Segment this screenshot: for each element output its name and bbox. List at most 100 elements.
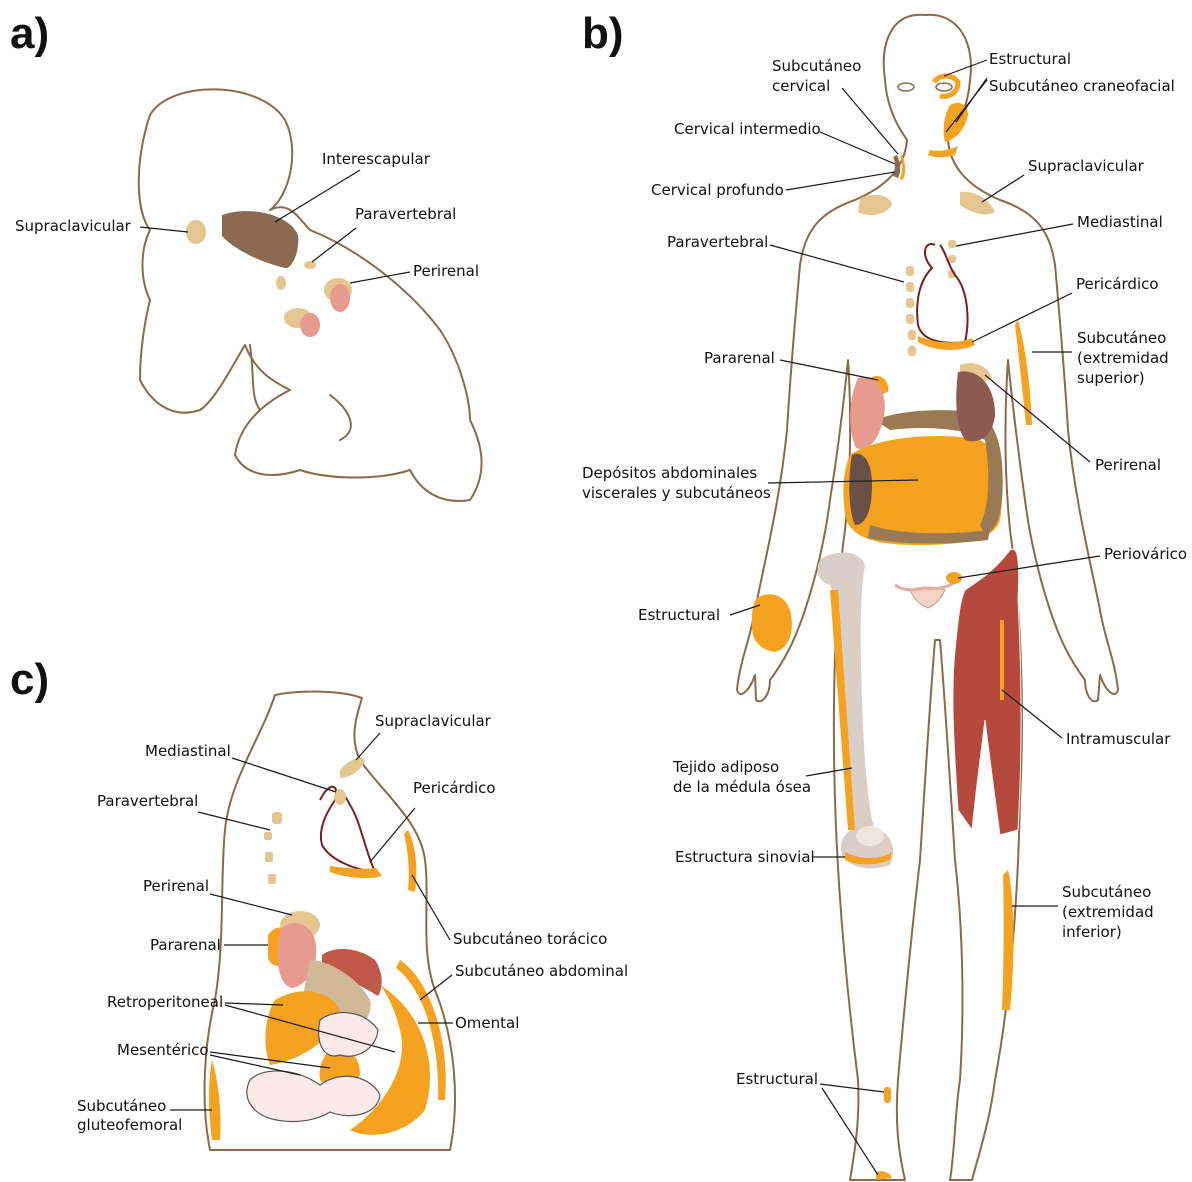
- leader-b-pararenal: [780, 360, 878, 380]
- panel-b-letter: b): [582, 9, 624, 58]
- label-b-subcut-craneofacial: Subcutáneo craneofacial: [989, 77, 1175, 95]
- label-b-subcut-inf-1: Subcutáneo: [1062, 883, 1151, 901]
- label-a-interescapular: Interescapular: [322, 150, 431, 168]
- intestines-upper-c: [319, 1013, 378, 1057]
- panel-a: a) Interescapular Supraclavicular Parave…: [10, 9, 482, 501]
- paravertebral-fat-c1: [272, 812, 282, 824]
- cervical-fat: [893, 155, 900, 178]
- label-c-omental: Omental: [455, 1014, 519, 1032]
- paravertebral-fat-a1: [304, 261, 316, 269]
- label-b-perirenal: Perirenal: [1095, 456, 1161, 474]
- label-a-supraclavicular: Supraclavicular: [15, 217, 132, 235]
- label-b-mediastinal: Mediastinal: [1077, 213, 1163, 231]
- infant-arm-line: [250, 345, 351, 440]
- leader-b-pericardico: [972, 293, 1072, 342]
- heart-c: [320, 787, 375, 872]
- label-c-supraclavicular: Supraclavicular: [375, 712, 492, 730]
- leader-b-estructural-foot-2: [822, 1088, 878, 1175]
- foot-structural-fat: [876, 1171, 892, 1180]
- label-b-medula-1: Tejido adiposo: [672, 758, 779, 776]
- leader-a-supraclavicular: [140, 227, 188, 232]
- leader-a-interescapular: [275, 170, 360, 222]
- leader-a-perirenal: [350, 272, 410, 283]
- label-b-subcut-inf-2: (extremidad: [1062, 903, 1154, 921]
- chin-fat: [928, 146, 958, 157]
- label-b-periovarico: Periovárico: [1104, 545, 1187, 563]
- label-c-subcutaneo-abdominal: Subcutáneo abdominal: [455, 962, 628, 980]
- label-b-medula-2: de la médula ósea: [673, 778, 811, 796]
- cervical-fat-outer: [900, 155, 905, 180]
- gluteofemoral-subcut-c: [209, 1060, 221, 1140]
- leader-b-paravertebral: [770, 245, 904, 282]
- thoracic-subcut-c: [404, 830, 416, 892]
- label-c-gluteo-1: Subcutáneo: [77, 1097, 166, 1115]
- paravertebral-fat-c3: [265, 852, 273, 862]
- knee-cap: [856, 826, 884, 846]
- label-c-paravertebral: Paravertebral: [97, 792, 198, 810]
- label-b-estructural-hand: Estructural: [638, 606, 720, 624]
- label-b-supraclavicular: Supraclavicular: [1028, 157, 1145, 175]
- upper-limb-subcut-fat: [1015, 320, 1032, 425]
- label-c-retroperitoneal: Retroperitoneal: [107, 993, 223, 1011]
- supraclavicular-fat-a: [186, 220, 206, 244]
- supraclavicular-fat-b-left: [858, 195, 892, 215]
- label-c-gluteo-2: gluteofemoral: [77, 1116, 182, 1134]
- label-b-paravertebral: Paravertebral: [667, 233, 768, 251]
- label-c-mediastinal: Mediastinal: [145, 742, 231, 760]
- leader-b-subcut-cervical: [842, 88, 898, 154]
- paravertebral-fat-c4: [268, 874, 276, 884]
- label-b-estructural-foot: Estructural: [736, 1070, 818, 1088]
- infant-outline: [139, 89, 482, 501]
- leader-b-periovarico: [958, 556, 1100, 578]
- label-c-pericardico: Pericárdico: [413, 779, 496, 797]
- panel-c-letter: c): [10, 655, 49, 704]
- label-b-sinovial: Estructura sinovial: [675, 848, 815, 866]
- label-c-subcutaneo-toracico: Subcutáneo torácico: [453, 930, 607, 948]
- leader-b-perirenal: [985, 375, 1090, 462]
- label-c-perirenal: Perirenal: [143, 877, 209, 895]
- kidney-b-left: [850, 377, 884, 449]
- intestines-c: [247, 1071, 380, 1122]
- label-b-pararenal: Pararenal: [704, 349, 775, 367]
- label-b-subcut-sup-2: (extremidad: [1077, 349, 1169, 367]
- right-eye: [936, 83, 952, 91]
- kidney-a2: [300, 313, 320, 337]
- label-b-subcut-inf-3: inferior): [1062, 923, 1122, 941]
- panel-b: b): [582, 9, 1187, 1180]
- label-b-intramuscular: Intramuscular: [1066, 730, 1171, 748]
- leader-c-paravertebral: [198, 812, 270, 830]
- label-b-subcut-sup-3: superior): [1077, 369, 1145, 387]
- leader-b-estructural-head: [944, 60, 987, 76]
- label-c-mesenterico: Mesentérico: [117, 1041, 209, 1059]
- paravertebral-fat-c2: [264, 832, 272, 840]
- paravertebral-fat-a2: [276, 276, 286, 290]
- lower-limb-subcut-fat: [1002, 870, 1014, 1010]
- leader-c-supraclavicular: [356, 733, 380, 760]
- heart-b: [917, 244, 967, 343]
- interscapular-fat: [222, 211, 298, 268]
- supraclavicular-fat-c: [340, 758, 365, 778]
- leader-c-subcutaneo-toracico: [412, 875, 450, 940]
- label-a-perirenal: Perirenal: [413, 262, 479, 280]
- label-b-subcut-sup-1: Subcutáneo: [1077, 329, 1166, 347]
- leader-b-supraclavicular: [982, 175, 1024, 202]
- intramuscular-fat: [1000, 620, 1004, 700]
- label-b-subcut-cervical-2: cervical: [772, 77, 830, 95]
- kidney-b-right: [956, 371, 995, 441]
- label-b-estructural-head: Estructural: [989, 50, 1071, 68]
- label-b-depositos-2: viscerales y subcutáneos: [582, 484, 771, 502]
- leader-b-estructural-foot-1: [820, 1084, 884, 1092]
- ankle-structural-fat: [884, 1087, 891, 1103]
- femur: [817, 552, 893, 868]
- leader-c-mediastinal: [232, 758, 336, 792]
- label-a-paravertebral: Paravertebral: [355, 205, 456, 223]
- kidney-a1: [330, 284, 350, 312]
- leader-b-mediastinal: [956, 224, 1073, 246]
- label-c-pararenal: Pararenal: [150, 936, 221, 954]
- left-eye: [898, 83, 914, 91]
- label-b-cervical-profundo: Cervical profundo: [651, 181, 784, 199]
- label-b-pericardico: Pericárdico: [1076, 275, 1159, 293]
- leader-c-subcutaneo-abdominal: [420, 975, 452, 1000]
- panel-c: c) Supraclavicular Mediastinal Paraverte…: [10, 655, 628, 1150]
